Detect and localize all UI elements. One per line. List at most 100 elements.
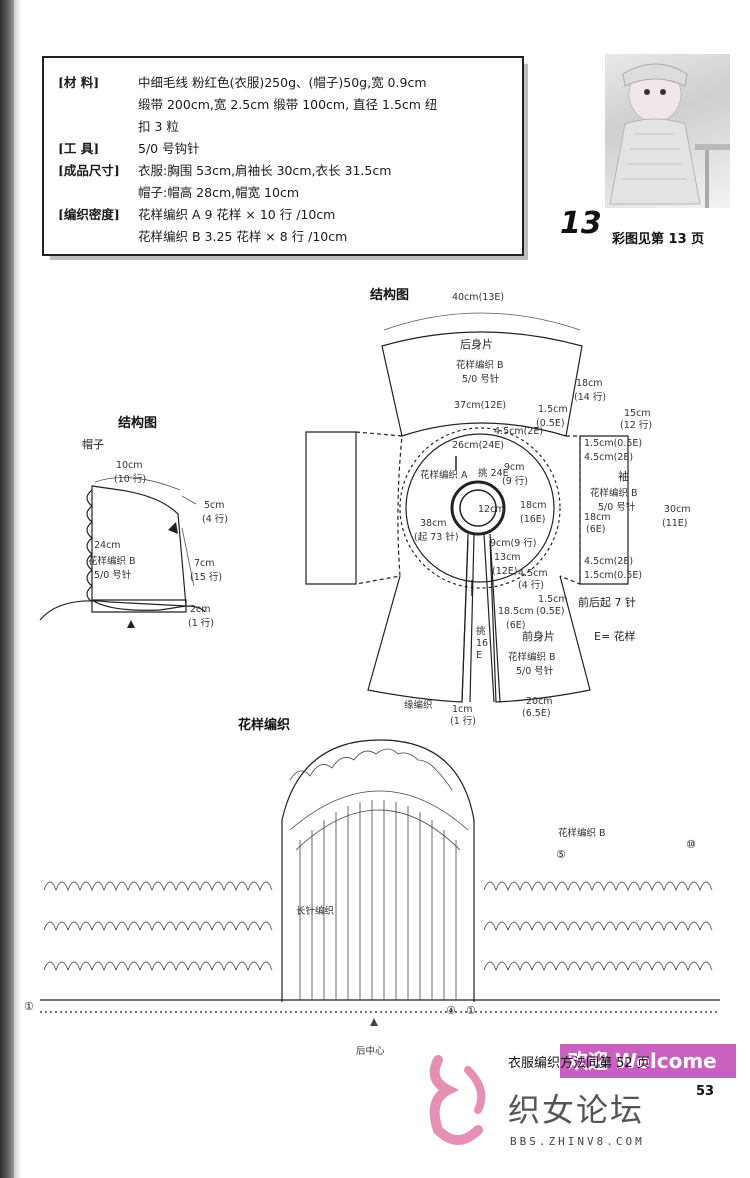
edge-rows: (1 行) xyxy=(450,716,476,727)
sleeve-30cm: 30cm xyxy=(664,504,691,515)
sleeve-start-note: 前后起 7 针 xyxy=(578,596,636,609)
materials-info-box: [材 料]中细毛线 粉红色(衣服)250g、(帽子)50g,宽 0.9cm 缎带… xyxy=(42,56,524,256)
sleeve-top-dec1: 1.5cm(0.5E) xyxy=(584,438,643,449)
sleeve-hook: 5/0 号针 xyxy=(598,502,636,513)
back-pattern: 花样编织 B xyxy=(456,360,504,371)
sleeve-label: 袖 xyxy=(618,470,629,483)
hat-hook: 5/0 号针 xyxy=(94,570,132,581)
neck-circumference: 12cm xyxy=(478,504,505,515)
size-line1: 衣服:胸围 53cm,肩袖长 30cm,衣长 31.5cm xyxy=(138,163,392,178)
book-spine xyxy=(0,0,14,1178)
materials-line1: 中细毛线 粉红色(衣服)250g、(帽子)50g,宽 0.9cm xyxy=(138,75,427,90)
front-placket xyxy=(461,533,501,703)
stitch-chart-center-arch xyxy=(281,739,475,1002)
e-definition: E= 花样 xyxy=(594,630,636,643)
size-line2: 帽子:帽高 28cm,帽宽 10cm xyxy=(138,185,300,200)
page-number: 53 xyxy=(696,1084,715,1099)
sleeve-width-rows: (12 行) xyxy=(620,420,653,431)
hat-dim-side xyxy=(181,495,197,505)
hat-name: 帽子 xyxy=(82,438,104,451)
hat-edge-rows: (1 行) xyxy=(188,618,214,629)
hat-side2-rows: (15 行) xyxy=(190,572,223,583)
neck-pickup: 挑 24E xyxy=(478,468,509,479)
front-piece-outline-right xyxy=(489,539,591,703)
hat-structure-title: 结构图 xyxy=(118,416,158,431)
left-shoulder-join xyxy=(355,431,403,585)
reference-note: 衣服编织方法同第 52 页 xyxy=(508,1056,650,1071)
sleeve-bot-inc1: 4.5cm(2E) xyxy=(584,556,634,567)
hat-dim-side2 xyxy=(181,527,195,587)
back-side-length: 18cm xyxy=(576,378,603,389)
hat-side1-rows: (4 行) xyxy=(202,514,228,525)
materials-row: [材 料]中细毛线 粉红色(衣服)250g、(帽子)50g,宽 0.9cm xyxy=(58,72,427,94)
placket-pickup: 挑 16 E xyxy=(476,626,489,661)
back-hook: 5/0 号针 xyxy=(462,374,500,385)
row-marker-1: ① xyxy=(24,1000,34,1013)
materials-line2: 缎带 200cm,宽 2.5cm 缎带 100cm, 直径 1.5cm 纽 xyxy=(138,97,438,112)
hat-edge: 2cm xyxy=(190,604,211,615)
back-lower-width: 37cm(12E) xyxy=(454,400,507,411)
back-top-dim xyxy=(383,312,581,331)
baby-photo xyxy=(605,54,730,208)
row-marker-1b: ① xyxy=(466,1004,476,1017)
yoke-width: 26cm(24E) xyxy=(452,440,505,451)
yoke-9cm-b: 9cm(9 行) xyxy=(490,538,537,549)
hem-6-5e: (6.5E) xyxy=(522,708,551,719)
front-0-5e: (0.5E) xyxy=(536,606,565,617)
stitch-chart-title: 花样编织 xyxy=(238,718,291,733)
materials-line3: 扣 3 粒 xyxy=(138,119,179,134)
stitch-fans xyxy=(43,748,713,1000)
back-center-label: 后中心 xyxy=(356,1046,385,1057)
sleeve-width: 15cm xyxy=(624,408,651,419)
front-diag-rows: (4 行) xyxy=(518,580,544,591)
tools-value: 5/0 号钩针 xyxy=(138,141,200,156)
right-shoulder-join xyxy=(559,435,581,585)
hat-top-rows: (10 行) xyxy=(114,474,147,485)
hat-scallop-edge xyxy=(86,489,93,603)
baby-photo-illustration xyxy=(609,63,730,208)
back-dec-1-e: (0.5E) xyxy=(536,418,565,429)
long-stitch-label: 长针编织 xyxy=(296,906,335,917)
tools-row: [工 具] 5/0 号钩针 xyxy=(58,138,200,160)
hem-20cm: 20cm xyxy=(526,696,553,707)
tools-label: [工 具] xyxy=(58,141,100,156)
stitch-arrows xyxy=(370,1018,378,1026)
site-watermark-logo xyxy=(429,1055,486,1145)
sleeve-top-dec2: 4.5cm(2E) xyxy=(584,452,634,463)
yoke-middle-ring xyxy=(405,433,555,583)
back-piece-label: 后身片 xyxy=(460,338,493,351)
hat-ribbon xyxy=(39,600,206,621)
left-sleeve-outline xyxy=(305,431,357,585)
sleeve-18cm: 18cm xyxy=(584,512,611,523)
sleeve-bot-inc2: 1.5cm(0.5E) xyxy=(584,570,643,581)
front-13cm: 13cm xyxy=(494,552,521,563)
front-1-5cm: 1.5cm xyxy=(538,594,568,605)
yoke-neck-inner xyxy=(459,489,497,527)
yoke-pattern-a: 花样编织 A xyxy=(420,470,468,481)
sleeve-11e: (11E) xyxy=(662,518,688,529)
hat-dim-top xyxy=(94,477,181,491)
front-diag: 4.5cm xyxy=(518,568,548,579)
front-6e: (6E) xyxy=(506,620,526,631)
yoke-9cm: 9cm xyxy=(504,462,525,473)
pattern-number: 13 xyxy=(560,206,602,241)
edge-stitch-label: 缘编织 xyxy=(404,700,433,711)
sleeve-pattern: 花样编织 B xyxy=(590,488,638,499)
back-piece-outline xyxy=(381,331,583,437)
gauge-line1: 花样编织 A 9 花样 × 10 行 /10cm xyxy=(138,207,336,222)
size-label: [成品尺寸] xyxy=(58,163,120,178)
front-12e: (12E) xyxy=(492,566,518,577)
front-piece-outline xyxy=(367,539,469,703)
stitch-pattern-b: 花样编织 B xyxy=(558,828,606,839)
gauge-label: [编织密度] xyxy=(58,207,120,222)
size-row: [成品尺寸] 衣服:胸围 53cm,肩袖长 30cm,衣长 31.5cm xyxy=(58,160,391,182)
yoke-neck-ring xyxy=(450,480,506,536)
yoke-9-rows: (9 行) xyxy=(502,476,528,487)
row-marker-4: ④ xyxy=(446,1004,456,1017)
sleeve-6e: (6E) xyxy=(586,524,606,535)
yoke-diagonal: 4.5cm(2E) xyxy=(494,426,544,437)
hat-top-width: 10cm xyxy=(116,460,143,471)
color-photo-reference: 彩图见第 13 页 xyxy=(612,232,705,247)
back-side-rows: (14 行) xyxy=(574,392,607,403)
